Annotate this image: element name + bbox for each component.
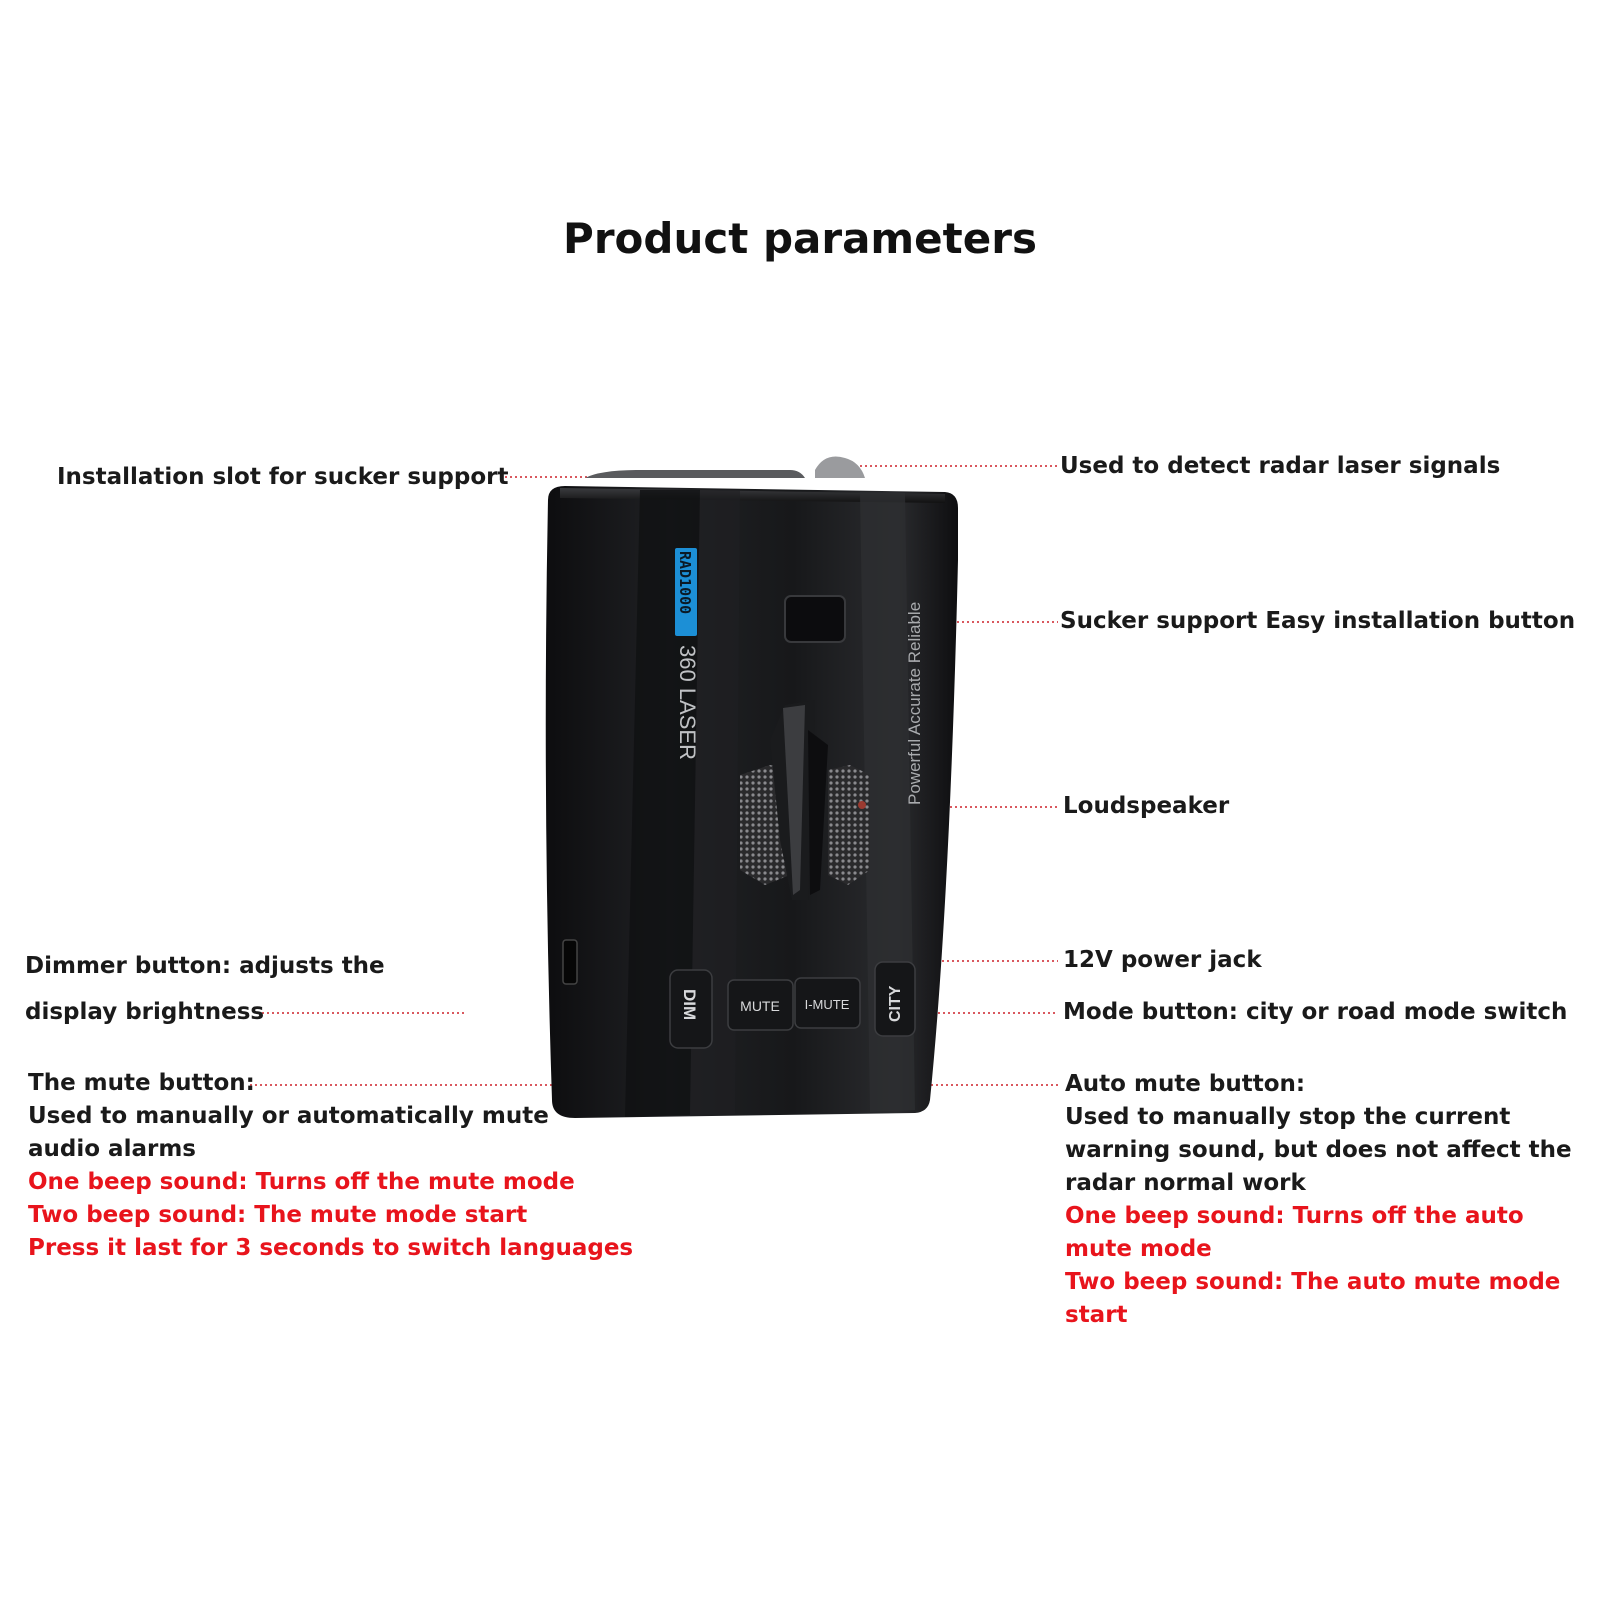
mute-info-block: The mute button: Used to manually or aut… xyxy=(28,1067,633,1265)
auto-mute-line2: warning sound, but does not affect the xyxy=(1065,1137,1572,1163)
mute-info-heading: The mute button: xyxy=(28,1070,255,1096)
auto-mute-red4: start xyxy=(1065,1302,1128,1328)
mute-info-red3: Press it last for 3 seconds to switch la… xyxy=(28,1235,634,1261)
slogan-text: Powerful Accurate Reliable xyxy=(905,602,924,805)
sucker-release-button xyxy=(784,595,846,643)
label-power-jack: 12V power jack xyxy=(1063,947,1262,973)
page-title: Product parameters xyxy=(563,214,1037,263)
auto-mute-red2: mute mode xyxy=(1065,1236,1212,1262)
auto-mute-red1: One beep sound: Turns off the auto xyxy=(1065,1203,1524,1229)
mute-button: MUTE xyxy=(740,998,780,1014)
imute-button-shape xyxy=(794,977,861,1029)
dim-button-shape xyxy=(669,969,713,1049)
label-dimmer-line1: Dimmer button: adjusts the xyxy=(25,953,385,979)
auto-mute-line1: Used to manually stop the current xyxy=(1065,1104,1511,1130)
auto-mute-line3: radar normal work xyxy=(1065,1170,1306,1196)
mute-info-line2: audio alarms xyxy=(28,1136,196,1162)
auto-mute-heading: Auto mute button: xyxy=(1065,1071,1306,1097)
model-badge-text: RAD1000 xyxy=(676,551,694,614)
city-button: CITY xyxy=(887,985,904,1022)
label-mode-button: Mode button: city or road mode switch xyxy=(1063,999,1568,1025)
label-detect-signals: Used to detect radar laser signals xyxy=(1060,453,1501,479)
label-dimmer-line2: display brightness xyxy=(25,999,265,1025)
label-sucker-button: Sucker support Easy installation button xyxy=(1060,608,1576,634)
power-jack xyxy=(562,939,578,985)
mute-info-line1: Used to manually or automatically mute xyxy=(28,1103,549,1129)
model-badge xyxy=(675,548,697,636)
city-button-shape xyxy=(874,961,916,1037)
mute-info-red2: Two beep sound: The mute mode start xyxy=(28,1202,528,1228)
label-loudspeaker: Loudspeaker xyxy=(1063,793,1230,819)
label-installation-slot: Installation slot for sucker support xyxy=(57,464,509,490)
auto-mute-red3: Two beep sound: The auto mute mode xyxy=(1065,1269,1561,1295)
mute-button-shape xyxy=(727,979,794,1031)
sucker-slot xyxy=(585,456,865,478)
auto-mute-info-block: Auto mute button: Used to manually stop … xyxy=(1065,1068,1572,1332)
imute-button: I-MUTE xyxy=(805,997,850,1012)
speaker-grille xyxy=(740,700,870,900)
dim-button: DIM xyxy=(680,989,699,1020)
model-text: 360 LASER xyxy=(675,645,700,760)
mute-info-red1: One beep sound: Turns off the mute mode xyxy=(28,1169,575,1195)
